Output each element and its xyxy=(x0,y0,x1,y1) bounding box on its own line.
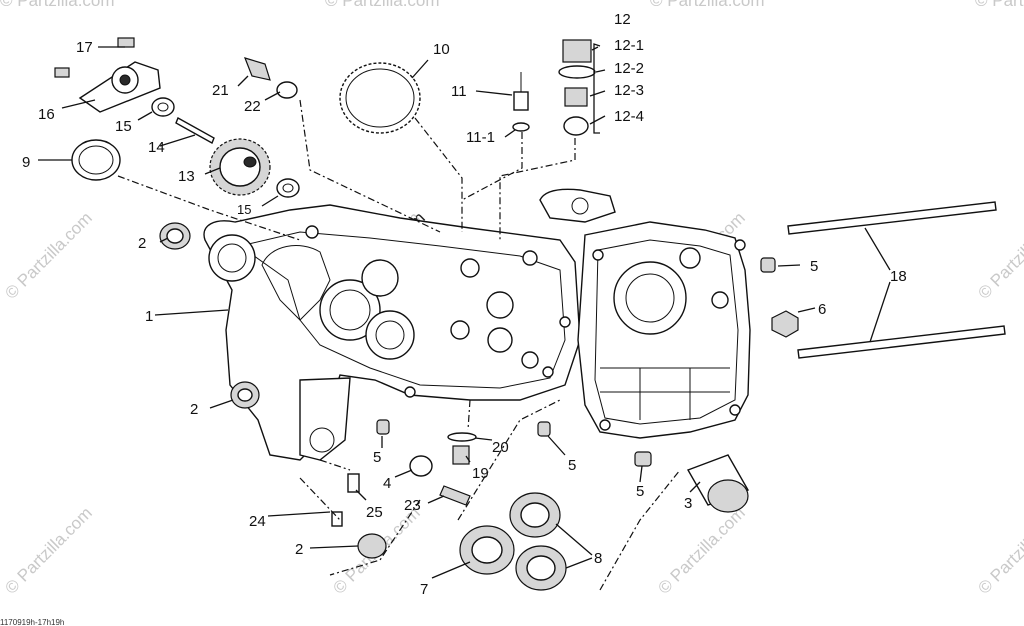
callout-3: 3 xyxy=(684,495,692,512)
callout-5b: 5 xyxy=(568,457,576,474)
callout-4: 4 xyxy=(383,475,391,492)
callout-22: 22 xyxy=(244,98,261,115)
callout-12: 12 xyxy=(614,11,631,28)
parts-small xyxy=(54,37,1006,591)
callout-15: 15 xyxy=(115,118,132,135)
callout-12-2: 12-2 xyxy=(614,60,644,77)
callout-12-1: 12-1 xyxy=(614,37,644,54)
callout-25: 25 xyxy=(366,504,383,521)
callout-18: 18 xyxy=(890,268,907,285)
callout-labels: 17 16 15 14 13 15 9 10 11 11-1 12 12-1 1… xyxy=(22,11,907,598)
callout-19: 19 xyxy=(472,465,489,482)
watermark: © Partzilla.com xyxy=(974,208,1024,302)
callout-9: 9 xyxy=(22,154,30,171)
left-crankcase xyxy=(203,204,581,461)
callout-7: 7 xyxy=(420,581,428,598)
callout-11: 11 xyxy=(451,83,467,100)
callout-15b: 15 xyxy=(237,202,251,217)
callout-5c: 5 xyxy=(636,483,644,500)
callout-2a: 2 xyxy=(138,235,146,252)
callout-23: 23 xyxy=(404,497,421,514)
callout-21: 21 xyxy=(212,82,229,99)
callout-20: 20 xyxy=(492,439,509,456)
watermark: © Partzilla.com xyxy=(650,0,765,10)
leader-lines xyxy=(38,43,891,591)
watermark: © Partzilla.com xyxy=(325,0,440,10)
watermark: © Partzilla.com xyxy=(0,0,115,10)
callout-24: 24 xyxy=(249,513,266,530)
callout-2b: 2 xyxy=(190,401,198,418)
watermark: © Partzilla.com xyxy=(1,208,95,302)
watermark: © Partzilla.com xyxy=(654,503,748,597)
callout-12-3: 12-3 xyxy=(614,82,644,99)
reference-code: 1170919h-17h19h xyxy=(0,618,64,626)
callout-8: 8 xyxy=(594,550,602,567)
callout-16: 16 xyxy=(38,106,55,123)
callout-10: 10 xyxy=(433,41,450,58)
callout-5a: 5 xyxy=(373,449,381,466)
callout-1: 1 xyxy=(145,308,153,325)
callout-2c: 2 xyxy=(295,541,303,558)
watermark: © Partzilla.com xyxy=(975,0,1024,10)
callout-6: 6 xyxy=(818,301,826,318)
callout-14: 14 xyxy=(148,139,165,156)
callout-12-4: 12-4 xyxy=(614,108,644,125)
watermark: © Partzilla.com xyxy=(1,503,95,597)
right-crankcase xyxy=(539,188,751,439)
callout-13: 13 xyxy=(178,168,195,185)
callout-5d: 5 xyxy=(810,258,818,275)
callout-11-1: 11-1 xyxy=(466,129,495,146)
watermark: © Partzilla.com xyxy=(974,503,1024,597)
callout-17: 17 xyxy=(76,39,93,56)
